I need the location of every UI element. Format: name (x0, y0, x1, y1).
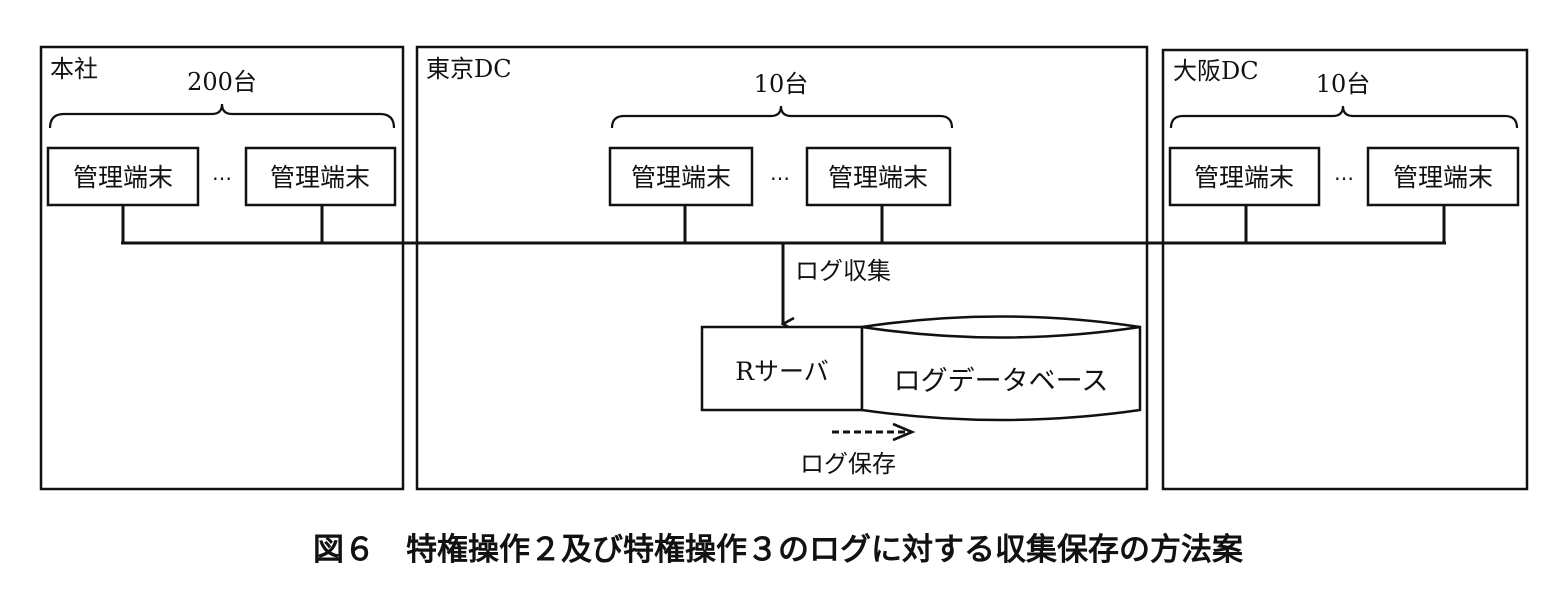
log-store-label: ログ保存 (800, 450, 896, 478)
terminal-count-label: 200台 (187, 68, 257, 96)
brace-icon (1169, 105, 1519, 129)
database-top-rim (861, 325, 1141, 339)
site-panel-tokyo-dc: 東京DC 10台 管理端末 … 管理端末 ログ収集 Rサーバ ログデータベース … (415, 45, 1149, 491)
site-panel-osaka-dc: 大阪DC 10台 管理端末 … 管理端末 (1161, 48, 1529, 491)
terminal-count-label: 10台 (1316, 70, 1371, 98)
terminal-box (1168, 146, 1321, 207)
site-name: 本社 (50, 55, 98, 83)
terminal-label: 管理端末 (631, 163, 731, 192)
ellipsis: … (770, 161, 790, 185)
log-database-cylinder: ログデータベース (860, 315, 1142, 422)
arrow-head-icon (892, 422, 916, 442)
terminal-count-label: 10台 (754, 70, 809, 98)
terminal-box (608, 146, 754, 207)
site-name: 東京DC (426, 55, 512, 83)
site-name: 大阪DC (1173, 57, 1259, 85)
site-panel-border (39, 45, 405, 491)
terminal-label: 管理端末 (270, 163, 370, 192)
log-database-label: ログデータベース (894, 366, 1109, 397)
brace-icon (610, 105, 954, 129)
terminal-label: 管理端末 (828, 163, 928, 192)
terminal-label: 管理端末 (1393, 163, 1493, 192)
terminal-label: 管理端末 (73, 163, 173, 192)
r-server-box (700, 325, 864, 412)
database-body (860, 315, 1142, 422)
figure-caption: 図６ 特権操作２及び特権操作３のログに対する収集保存の方法案 (313, 532, 1244, 568)
site-panel-border (1161, 48, 1529, 491)
terminal-label: 管理端末 (1194, 163, 1294, 192)
ellipsis: … (212, 161, 232, 185)
site-panel-border (415, 45, 1149, 491)
site-panel-head-office: 本社 200台 管理端末 … 管理端末 (39, 45, 405, 491)
r-server-label: Rサーバ (735, 357, 829, 386)
ellipsis: … (1334, 161, 1354, 185)
terminal-box (805, 146, 952, 207)
brace-icon (48, 103, 396, 129)
log-collect-label: ログ収集 (795, 257, 891, 285)
